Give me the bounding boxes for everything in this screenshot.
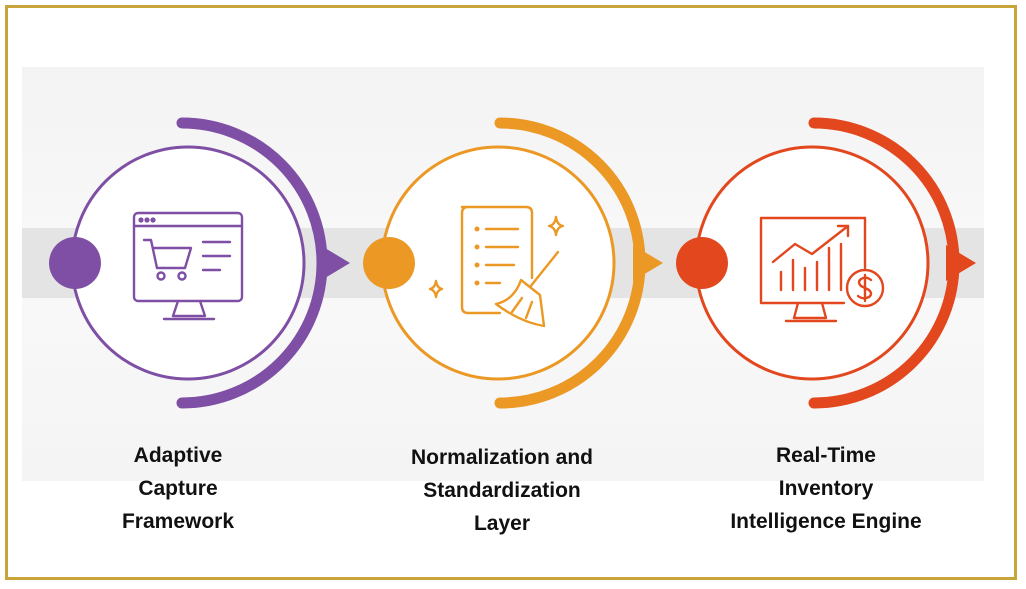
step-1-dot [49, 237, 101, 289]
monitor-chart-dollar-icon [759, 216, 885, 323]
step-1-label: Adaptive Capture Framework [121, 444, 235, 533]
step-1-arrow [320, 245, 350, 281]
step-1-circle [70, 145, 306, 381]
step-3-dot [676, 237, 728, 289]
step-2-circle [380, 145, 616, 381]
step-2-dot [363, 237, 415, 289]
step-3 [676, 117, 976, 409]
step-3-label: Real-Time Inventory Intelligence Engine [730, 444, 922, 533]
document-broom-icon [428, 205, 565, 328]
step-1 [49, 117, 350, 409]
step-2 [363, 117, 663, 409]
step-2-arrow [633, 245, 663, 281]
monitor-cart-icon [132, 211, 244, 321]
step-3-circle [694, 145, 930, 381]
step-2-label: Normalization and Standardization Layer [410, 446, 594, 535]
step-3-arrow [946, 245, 976, 281]
